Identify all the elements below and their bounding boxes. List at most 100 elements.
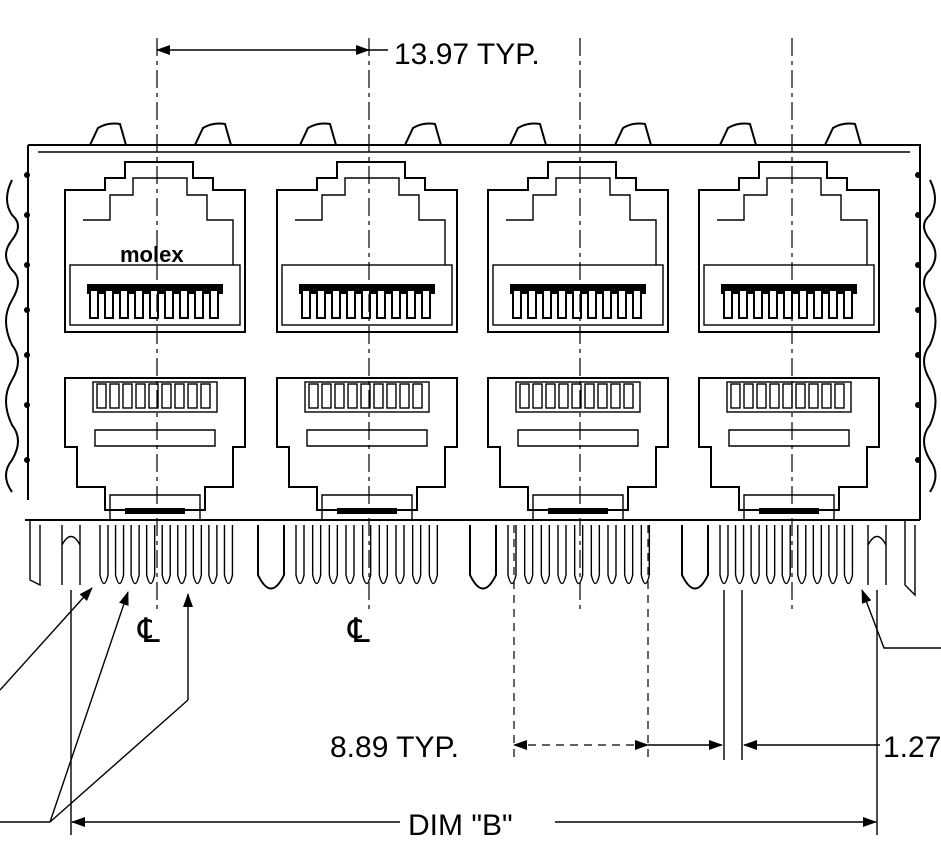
left-spring bbox=[5, 179, 19, 493]
pin-g2-5 bbox=[361, 525, 372, 585]
pin-g2-6 bbox=[378, 525, 389, 585]
lower-latch bbox=[532, 494, 624, 521]
leader-arrow-3a bbox=[49, 699, 189, 823]
pin-g4-5 bbox=[781, 525, 791, 585]
pin-g1-4 bbox=[145, 525, 156, 585]
pin-g3-4 bbox=[557, 525, 567, 585]
lower-contact-2 bbox=[743, 383, 754, 409]
leader-arrow-right bbox=[861, 589, 941, 649]
pin-g3-8 bbox=[623, 525, 634, 585]
pin-g4-1 bbox=[719, 525, 729, 585]
lower-contact-4 bbox=[347, 383, 358, 409]
pin-g2-4 bbox=[345, 525, 355, 585]
lower-contact-3 bbox=[545, 383, 556, 409]
upper-contact-4 bbox=[768, 289, 778, 319]
right-rivet-5 bbox=[915, 352, 921, 358]
pitch-bottom-label: 8.89 TYP. bbox=[330, 731, 459, 764]
housing-outline bbox=[27, 144, 921, 520]
brand-mark-text: molex bbox=[120, 242, 184, 267]
top-tab-7 bbox=[719, 122, 757, 146]
upper-contact-9 bbox=[421, 289, 431, 319]
upper-contact-3 bbox=[542, 289, 552, 319]
pin-g1-6 bbox=[177, 525, 187, 585]
upper-contact-8 bbox=[194, 289, 204, 319]
upper-contact-6 bbox=[587, 289, 597, 319]
lower-contact-3 bbox=[334, 383, 345, 409]
lower-port-outline bbox=[698, 377, 880, 511]
lower-contact-9 bbox=[200, 383, 211, 409]
lower-contact-4 bbox=[135, 383, 146, 409]
upper-contact-1 bbox=[301, 289, 311, 319]
pin-g3-3 bbox=[540, 525, 551, 585]
latch-bar bbox=[548, 508, 608, 514]
lower-contact-3 bbox=[756, 383, 767, 409]
lower-contact-4 bbox=[558, 383, 569, 409]
lower-contact-6 bbox=[795, 383, 806, 409]
left-rivet-1 bbox=[24, 172, 30, 178]
lower-key-block bbox=[306, 429, 428, 447]
right-spring bbox=[923, 179, 937, 493]
upper-contact-comb bbox=[510, 284, 646, 319]
upper-port-outline bbox=[487, 161, 669, 333]
pin-g2-2 bbox=[311, 525, 322, 585]
right-rivet-2 bbox=[915, 212, 921, 218]
lower-contact-6 bbox=[161, 383, 172, 409]
pin-g2-3 bbox=[328, 525, 339, 585]
lower-port-outline bbox=[64, 377, 246, 511]
pin-g1-5 bbox=[161, 525, 171, 585]
lower-contact-7 bbox=[808, 383, 819, 409]
upper-port-outline bbox=[64, 161, 246, 333]
left-rivet-4 bbox=[24, 307, 30, 313]
pin-g4-8 bbox=[828, 525, 838, 585]
lower-contact-7 bbox=[386, 383, 397, 409]
lower-contact-6 bbox=[584, 383, 595, 409]
pin-g2-9 bbox=[428, 525, 439, 585]
top-tab-3 bbox=[299, 122, 337, 146]
upper-contact-5 bbox=[572, 289, 582, 319]
pin-g1-9 bbox=[223, 525, 234, 585]
pin-g1-7 bbox=[192, 525, 203, 585]
left-rivet-5 bbox=[24, 352, 30, 358]
lower-contact-9 bbox=[412, 383, 423, 409]
left-rivet-3 bbox=[24, 262, 30, 268]
lower-latch bbox=[321, 494, 413, 521]
upper-contact-2 bbox=[527, 289, 537, 319]
pin-g2-1 bbox=[295, 525, 305, 585]
lower-contact-2 bbox=[109, 383, 120, 409]
lower-contact-9 bbox=[623, 383, 634, 409]
right-rivet-7 bbox=[915, 457, 921, 463]
lower-contact-8 bbox=[187, 383, 198, 409]
upper-contact-1 bbox=[89, 289, 99, 319]
leader-arrow-1 bbox=[0, 587, 93, 691]
right-rivet-3 bbox=[915, 262, 921, 268]
lower-contact-5 bbox=[782, 383, 793, 409]
port-column-3 bbox=[487, 161, 669, 521]
upper-contact-9 bbox=[632, 289, 642, 319]
lower-contact-5 bbox=[571, 383, 582, 409]
upper-contact-3 bbox=[753, 289, 763, 319]
upper-contact-7 bbox=[391, 289, 401, 319]
right-shield-tab bbox=[904, 520, 916, 597]
lower-contact-6 bbox=[373, 383, 384, 409]
upper-port-outline bbox=[698, 161, 880, 333]
pin-g3-7 bbox=[607, 525, 617, 585]
upper-contact-9 bbox=[843, 289, 853, 319]
port-column-2 bbox=[276, 161, 458, 521]
lower-key-block bbox=[728, 429, 850, 447]
upper-contact-5 bbox=[783, 289, 793, 319]
top-tab-2 bbox=[194, 122, 232, 146]
upper-contact-4 bbox=[557, 289, 567, 319]
lower-contact-7 bbox=[597, 383, 608, 409]
board-peg-2 bbox=[469, 525, 497, 590]
upper-contact-1 bbox=[512, 289, 522, 319]
upper-contact-2 bbox=[104, 289, 114, 319]
upper-contact-9 bbox=[209, 289, 219, 319]
pin-g1-2 bbox=[114, 525, 125, 585]
upper-contact-2 bbox=[316, 289, 326, 319]
pin-g4-6 bbox=[797, 525, 807, 585]
latch-bar bbox=[337, 508, 397, 514]
pitch-top-label: 13.97 TYP. bbox=[394, 38, 540, 71]
upper-contact-8 bbox=[828, 289, 838, 319]
upper-contact-5 bbox=[361, 289, 371, 319]
upper-contact-5 bbox=[149, 289, 159, 319]
